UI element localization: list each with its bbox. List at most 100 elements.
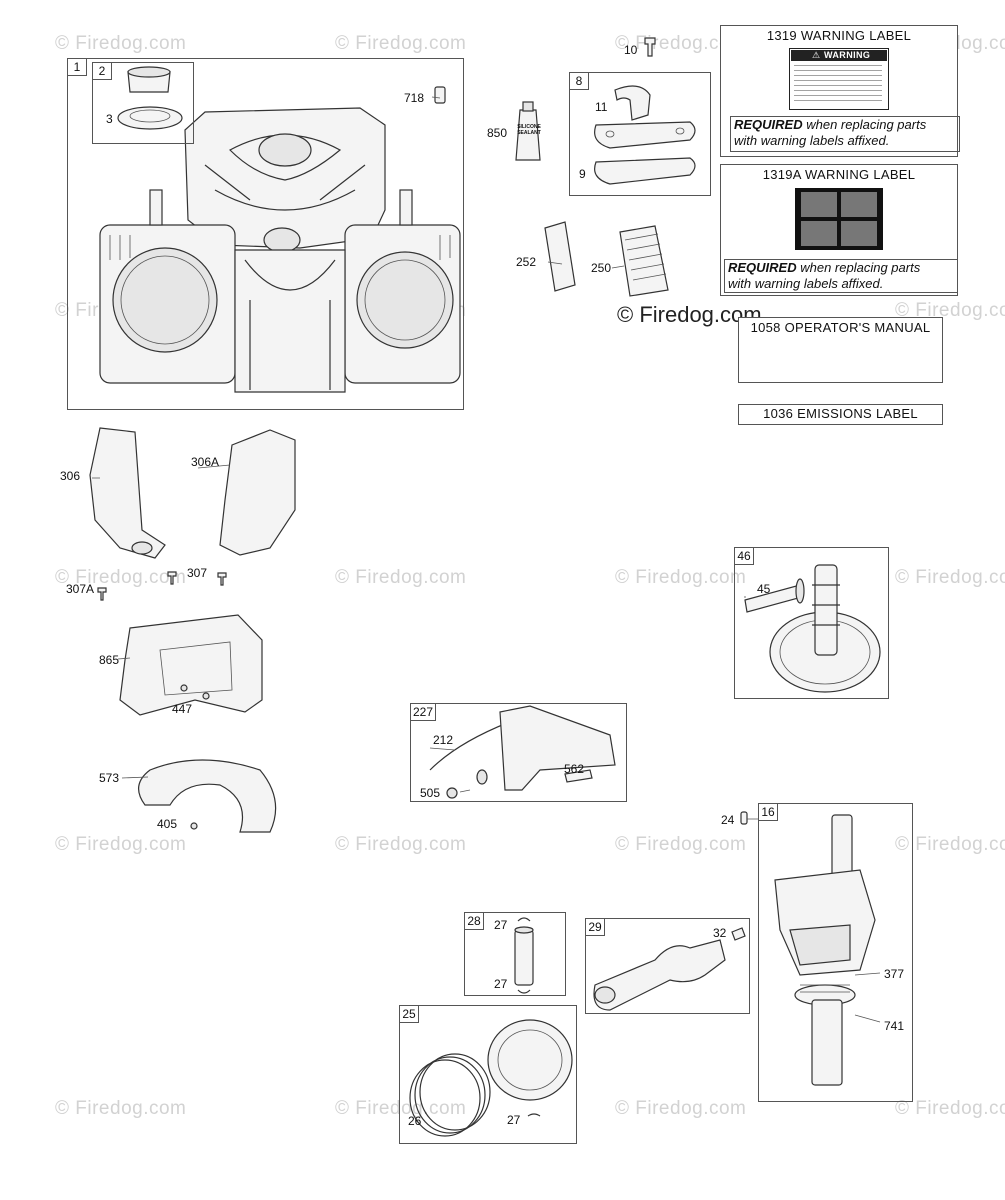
watermark: © Firedog.com — [615, 834, 747, 855]
flame-triangle-icon — [841, 192, 877, 217]
required-bold: REQUIRED — [734, 117, 803, 132]
callout-number: 10 — [624, 43, 638, 57]
callout-number: 306A — [191, 455, 220, 469]
watermark: © Firedog.com — [335, 1098, 467, 1119]
callout-number: 306 — [60, 469, 81, 483]
piston-pin-box — [464, 912, 566, 996]
label-title: 1036 EMISSIONS LABEL — [763, 406, 918, 421]
pictogram-sticker — [795, 188, 883, 250]
baffle-part — [119, 614, 263, 716]
box-number-tag: 46 — [734, 547, 754, 565]
box-number-tag: 2 — [92, 62, 112, 80]
watermark: © Firedog.com — [895, 300, 1005, 321]
label-title: 1319 WARNING LABEL — [766, 28, 912, 43]
box-number-tag: 16 — [758, 803, 778, 821]
watermark: © Firedog.com — [55, 33, 187, 54]
callout-number: 377 — [884, 967, 905, 981]
watermark: © Firedog.com — [55, 834, 187, 855]
bushing-seal-box — [92, 62, 194, 144]
watermark: © Firedog.com — [55, 567, 187, 588]
copyright-text: © Firedog.com — [617, 302, 762, 327]
warning-sticker-header — [791, 50, 887, 61]
watermark: © Firedog.com — [335, 567, 467, 588]
piston-part — [487, 1019, 573, 1101]
callout-number: 26 — [408, 1114, 422, 1128]
callout-number: 32 — [713, 926, 727, 940]
callout-number: 3 — [106, 112, 113, 126]
box-number-tag: 28 — [464, 912, 484, 930]
callout-number: 27 — [494, 918, 508, 932]
crankshaft-box — [758, 803, 913, 1102]
watermark: © Firedog.com — [895, 567, 1005, 588]
warning-sticker-head-text: WARNING — [824, 50, 871, 60]
watermark: © Firedog.com — [55, 1098, 187, 1119]
breather-tube-part — [614, 85, 651, 121]
governor-lever-part — [499, 705, 616, 791]
piston-box — [399, 1005, 577, 1144]
camshaft-part — [814, 564, 838, 656]
required-rest: when replacing parts — [796, 260, 921, 275]
callout-number: 505 — [420, 786, 441, 800]
cylinder-block-box — [67, 58, 464, 410]
air-guide-part — [219, 429, 296, 556]
filter-screen-part — [544, 221, 576, 292]
callout-number: 307A — [66, 582, 95, 596]
connecting-rod-part — [593, 939, 726, 1011]
required-line2: with warning labels affixed. — [728, 276, 884, 291]
callout-number: 573 — [99, 771, 120, 785]
operators-manual-box: 1058 OPERATOR'S MANUAL — [738, 317, 943, 383]
piston-ring-part — [419, 1053, 491, 1131]
callout-number: 45 — [757, 582, 771, 596]
callout-number: 741 — [884, 1019, 905, 1033]
warning-label-a-box: 1319A WARNING LABEL REQUIRED when replac… — [720, 164, 958, 296]
air-guide-part — [89, 427, 166, 559]
watermark: © Firedog.com — [895, 1098, 1005, 1119]
emissions-label-box: 1036 EMISSIONS LABEL — [738, 404, 943, 425]
callout-number: 718 — [404, 91, 425, 105]
watermark: © Firedog.com — [335, 834, 467, 855]
callout-number: 447 — [172, 702, 193, 716]
callout-number: 11 — [595, 100, 608, 114]
gas-triangle-icon — [841, 221, 877, 246]
hazard-triangle-icon — [801, 192, 837, 217]
box-number-tag: 29 — [585, 918, 605, 936]
watermark: © Firedog.com — [615, 567, 747, 588]
required-bold: REQUIRED — [728, 260, 797, 275]
warning-fine-print — [794, 65, 882, 105]
breather-box — [569, 72, 711, 196]
required-note: REQUIRED when replacing parts with warni… — [730, 116, 960, 152]
box-number-tag: 227 — [410, 703, 437, 721]
watermark: © Firedog.com — [895, 834, 1005, 855]
callout-number: 9 — [579, 167, 586, 181]
callout-number: 24 — [721, 813, 735, 827]
cylinder-block-part — [99, 107, 461, 393]
sealant-tube-lettering: SILICONE SEALANT — [517, 124, 541, 136]
callout-number: 252 — [516, 255, 537, 269]
callout-number: 405 — [157, 817, 178, 831]
label-title: 1319A WARNING LABEL — [762, 167, 916, 182]
required-line2: with warning labels affixed. — [734, 133, 890, 148]
label-title: 1058 OPERATOR'S MANUAL — [750, 320, 931, 335]
dowel-pin-part — [434, 86, 446, 104]
callout-number: 250 — [591, 261, 612, 275]
watermark: © Firedog.com — [615, 1098, 747, 1119]
key-part — [740, 811, 748, 825]
screw-part — [644, 37, 656, 57]
watermark: © Firedog.com — [335, 33, 467, 54]
box-number-tag: 8 — [569, 72, 589, 90]
breather-cover-part — [594, 121, 696, 149]
callout-number: 865 — [99, 653, 120, 667]
governor-box — [410, 703, 627, 802]
filter-part — [619, 225, 669, 297]
box-number-tag: 25 — [399, 1005, 419, 1023]
required-rest: when replacing parts — [802, 117, 927, 132]
box-number-tag: 1 — [67, 58, 87, 76]
callout-number: 307 — [187, 566, 208, 580]
crankshaft-part — [774, 814, 876, 1086]
camshaft-box — [734, 547, 889, 699]
warning-label-box: 1319 WARNING LABEL ⚠ WARNING REQUIRED wh… — [720, 25, 960, 157]
connecting-rod-box — [585, 918, 750, 1014]
callout-number: 562 — [564, 762, 585, 776]
callout-number: 850 — [487, 126, 508, 140]
